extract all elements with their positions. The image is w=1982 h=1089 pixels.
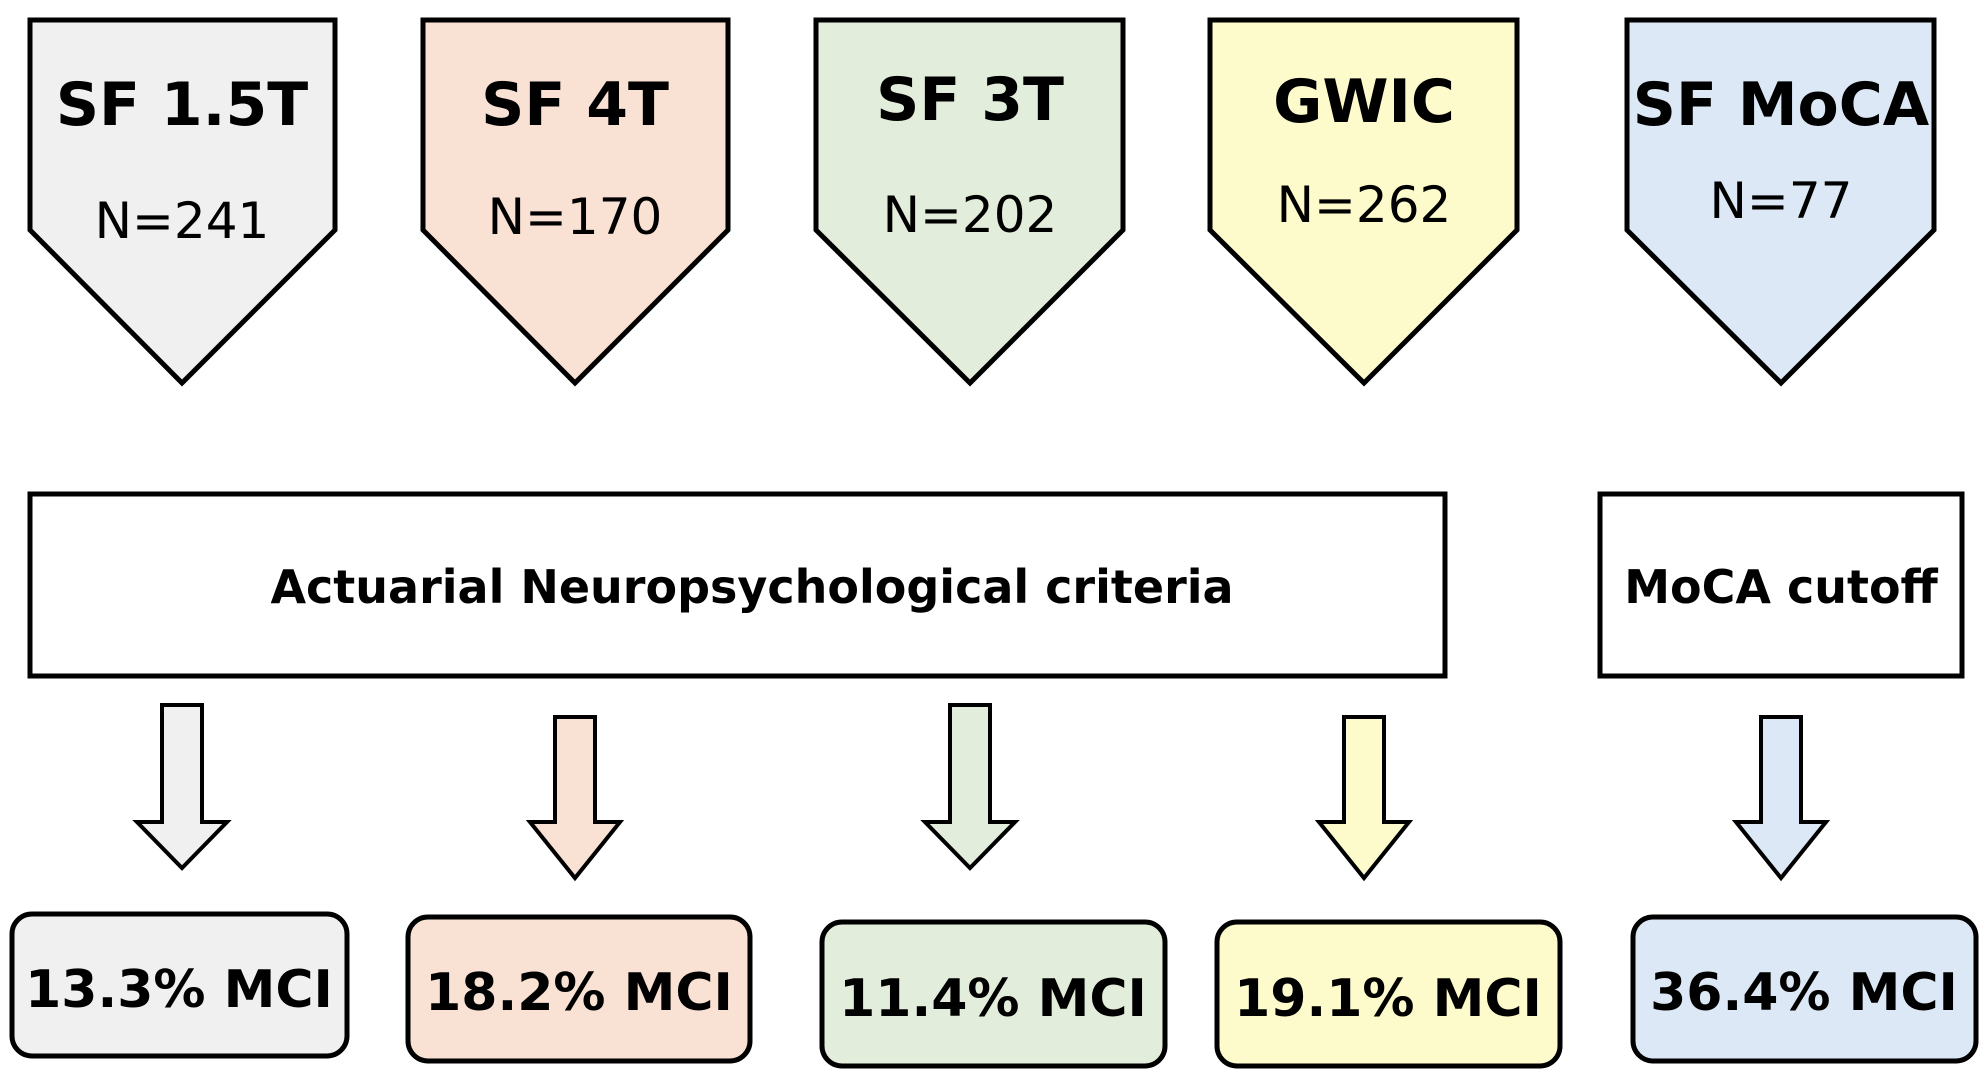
down-arrow-icon bbox=[525, 715, 625, 882]
method-actuarial: Actuarial Neuropsychological criteria bbox=[27, 491, 1448, 679]
cohort-title: SF 1.5T bbox=[56, 70, 308, 140]
result-sf4t: 18.2% MCI bbox=[405, 914, 753, 1064]
cohort-shape bbox=[1624, 17, 1937, 387]
result-box bbox=[1630, 914, 1979, 1064]
cohort-sf4t: SF 4T N=170 bbox=[420, 17, 731, 387]
cohort-shape bbox=[813, 17, 1126, 387]
cohort-shape bbox=[1207, 17, 1520, 387]
result-label: 18.2% MCI bbox=[425, 963, 733, 1023]
result-sfmoca: 36.4% MCI bbox=[1630, 914, 1979, 1064]
method-box bbox=[27, 491, 1448, 679]
cohort-title: GWIC bbox=[1273, 67, 1455, 137]
result-gwic: 19.1% MCI bbox=[1214, 919, 1563, 1069]
cohort-title: SF 3T bbox=[876, 65, 1064, 135]
result-label: 13.3% MCI bbox=[25, 960, 333, 1020]
result-label: 19.1% MCI bbox=[1234, 969, 1542, 1029]
method-label: MoCA cutoff bbox=[1624, 560, 1938, 614]
result-box bbox=[9, 911, 350, 1059]
cohort-n: N=170 bbox=[488, 188, 663, 246]
cohort-n: N=202 bbox=[883, 186, 1058, 244]
cohort-n: N=77 bbox=[1710, 172, 1853, 230]
cohort-title: SF 4T bbox=[481, 70, 669, 140]
result-box bbox=[405, 914, 753, 1064]
cohort-shape bbox=[420, 17, 731, 387]
method-moca: MoCA cutoff bbox=[1597, 491, 1965, 679]
result-box bbox=[819, 919, 1168, 1069]
down-arrow-icon bbox=[132, 703, 232, 871]
down-arrow-icon bbox=[920, 703, 1020, 871]
down-arrow-icon bbox=[1731, 715, 1831, 882]
cohort-sfmoca: SF MoCA N=77 bbox=[1624, 17, 1937, 387]
method-label: Actuarial Neuropsychological criteria bbox=[270, 560, 1233, 614]
result-label: 11.4% MCI bbox=[839, 969, 1147, 1029]
result-label: 36.4% MCI bbox=[1650, 963, 1958, 1023]
result-sf3t: 11.4% MCI bbox=[819, 919, 1168, 1069]
cohort-sf3t: SF 3T N=202 bbox=[813, 17, 1126, 387]
cohort-gwic: GWIC N=262 bbox=[1207, 17, 1520, 387]
method-box bbox=[1597, 491, 1965, 679]
cohort-title: SF MoCA bbox=[1633, 70, 1930, 140]
result-sf15t: 13.3% MCI bbox=[9, 911, 350, 1059]
cohort-shape bbox=[27, 17, 338, 387]
cohort-n: N=262 bbox=[1277, 176, 1452, 234]
cohort-n: N=241 bbox=[95, 192, 270, 250]
cohort-sf15t: SF 1.5T N=241 bbox=[27, 17, 338, 387]
down-arrow-icon bbox=[1314, 715, 1414, 882]
result-box bbox=[1214, 919, 1563, 1069]
